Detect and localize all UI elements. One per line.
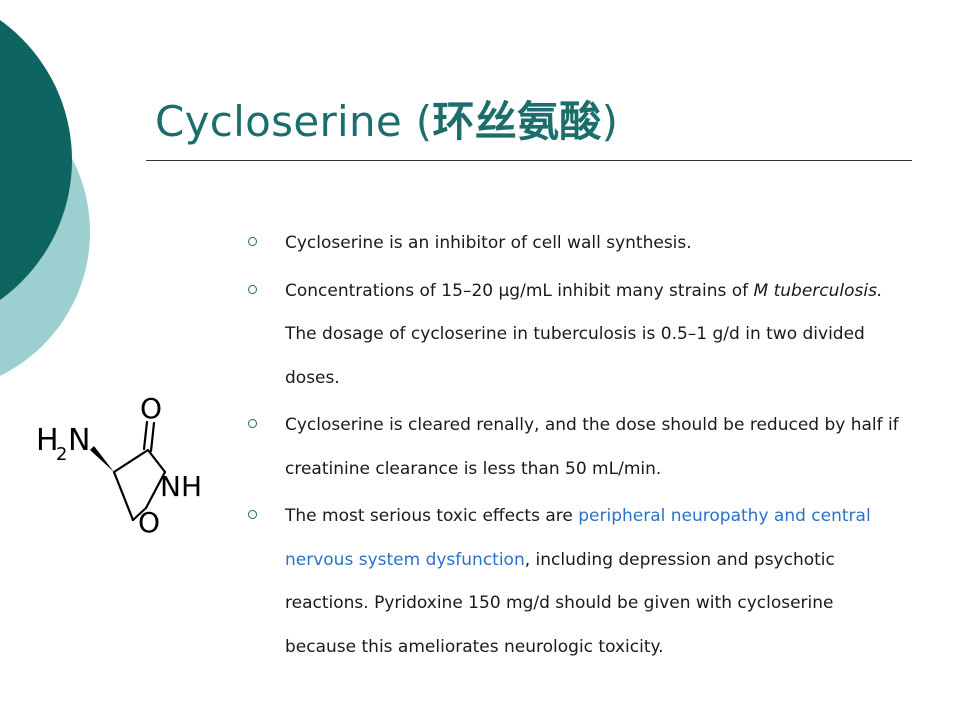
circle-bullet-icon [248, 284, 257, 294]
title-chinese: 环丝氨酸 [432, 97, 602, 146]
bullet-text: Concentrations of 15–20 μg/mL inhibit ma… [285, 280, 754, 301]
amine-n-label: N [68, 423, 90, 458]
title-divider [146, 160, 912, 161]
bullet-list: Cycloserine is an inhibitor of cell wall… [248, 222, 903, 669]
bullet-highlight-text: peripheral neuropathy and central nervou… [285, 506, 871, 570]
title-english: Cycloserine ( [155, 97, 433, 146]
bullet-item: Cycloserine is an inhibitor of cell wall… [248, 222, 903, 266]
bullet-item: The most serious toxic effects are perip… [248, 495, 903, 669]
atom-labels: H 2 N O NH O [36, 392, 202, 539]
bullet-text: Cycloserine is an inhibitor of cell wall… [285, 233, 692, 253]
bullet-italic-text: M tuberculosis. [753, 280, 883, 301]
ring-o-label: O [138, 506, 160, 539]
molecule-bonds [112, 420, 167, 522]
carbonyl-o-label: O [140, 392, 162, 425]
bullet-text: The most serious toxic effects are [285, 506, 579, 526]
nh-label: NH [160, 470, 202, 503]
slide-title: Cycloserine (环丝氨酸) [155, 88, 618, 149]
wedge-bond [90, 446, 114, 472]
bullet-text: Cycloserine is cleared renally, and the … [285, 415, 899, 479]
amine-subscript-label: 2 [56, 444, 67, 465]
circle-bullet-icon [248, 237, 257, 246]
bullet-text: , including depression and psychotic rea… [285, 549, 835, 657]
bullet-text: The dosage of cycloserine in tuberculosi… [285, 324, 865, 388]
circle-bullet-icon [248, 510, 257, 519]
title-close-paren: ) [601, 97, 619, 146]
amine-h-label: H [36, 423, 59, 458]
circle-bullet-icon [248, 419, 257, 428]
bullet-item: Concentrations of 15–20 μg/mL inhibit ma… [248, 270, 903, 401]
decorative-circles [0, 20, 90, 376]
dark-teal-circle [0, 20, 72, 300]
bullet-item: Cycloserine is cleared renally, and the … [248, 404, 903, 491]
cycloserine-structure: H 2 N O NH O [36, 392, 202, 539]
